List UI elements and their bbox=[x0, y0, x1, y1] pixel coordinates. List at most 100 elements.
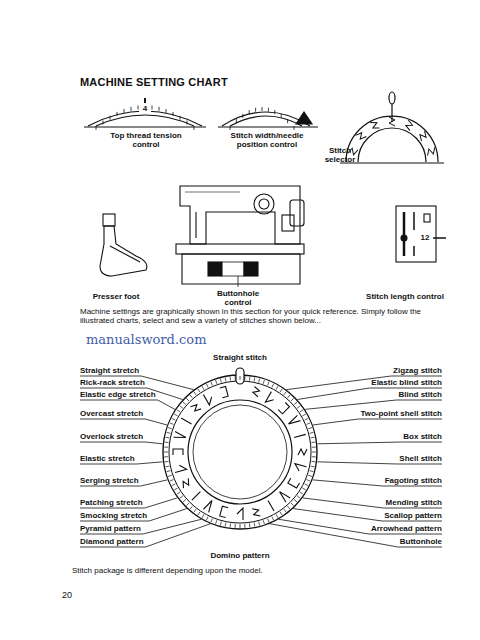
knurl-tick bbox=[259, 522, 260, 526]
part-label: Stitch length control bbox=[352, 292, 458, 301]
stitch-dial bbox=[163, 368, 317, 529]
knurl-tick bbox=[168, 428, 172, 429]
length-slot bbox=[413, 246, 415, 256]
dial-tick bbox=[274, 110, 275, 114]
selector-pointer-head bbox=[389, 92, 395, 104]
dial-tick bbox=[103, 120, 104, 124]
dial-ticks bbox=[230, 107, 294, 130]
stitch-symbol bbox=[191, 403, 202, 414]
knurl-tick bbox=[249, 523, 251, 527]
stitch-symbol bbox=[356, 131, 367, 141]
dial-tick bbox=[294, 126, 295, 130]
stitch-label: Arrowhead pattern bbox=[322, 524, 442, 533]
stitch-label: Buttonhole bbox=[322, 537, 442, 546]
stitch-symbol bbox=[180, 478, 191, 488]
width-dial bbox=[218, 112, 318, 127]
knurl-tick bbox=[190, 506, 193, 509]
stitch-symbol bbox=[265, 392, 276, 405]
stitch-dial bbox=[254, 194, 274, 214]
stitch-symbol bbox=[237, 508, 243, 520]
stitch-label: Elastic edge stretch bbox=[80, 390, 200, 399]
handwheel bbox=[290, 200, 304, 226]
dial-tick bbox=[281, 114, 282, 118]
stitch-label: Serging stretch bbox=[80, 476, 200, 485]
watermark: manualsword.com bbox=[86, 333, 236, 348]
knurl-tick bbox=[170, 423, 174, 425]
stitch-symbol bbox=[220, 506, 228, 517]
knurl-tick bbox=[220, 522, 221, 526]
stitch-symbol bbox=[203, 392, 214, 405]
leader-line bbox=[80, 419, 167, 425]
dial-arc bbox=[230, 116, 302, 126]
knurl-tick bbox=[225, 523, 227, 527]
leader-line bbox=[80, 442, 162, 444]
leader-line bbox=[238, 276, 239, 287]
leader-line bbox=[305, 400, 442, 409]
stitch-label: Rick-rack stretch bbox=[80, 378, 200, 387]
knurl-tick bbox=[202, 386, 204, 389]
stitch-symbol bbox=[174, 432, 187, 441]
knurl-tick bbox=[164, 456, 168, 457]
knurl-tick bbox=[177, 492, 180, 494]
stitch-label: Blind stitch bbox=[322, 390, 442, 399]
dial-tick bbox=[110, 116, 111, 120]
knurl-tick bbox=[284, 392, 286, 395]
foot-outline bbox=[100, 226, 147, 276]
knurl-tick bbox=[311, 461, 315, 463]
dial-tick bbox=[166, 109, 167, 113]
knurl-tick bbox=[198, 389, 200, 392]
part-label: Buttonhole control bbox=[203, 289, 273, 307]
knurl-tick bbox=[206, 384, 208, 388]
knurl-tick bbox=[308, 475, 312, 476]
knurl-tick bbox=[294, 402, 297, 405]
dial-tick bbox=[236, 119, 237, 123]
length-pointer bbox=[432, 237, 446, 239]
stitch-symbol bbox=[181, 418, 191, 424]
stitch-label: Scallop pattern bbox=[322, 511, 442, 520]
tension-dial bbox=[84, 98, 206, 127]
knurl-tick bbox=[307, 480, 311, 482]
knurl-tick bbox=[249, 377, 251, 381]
page-number: 20 bbox=[62, 590, 86, 600]
stitch-symbol bbox=[298, 449, 307, 455]
leader-line bbox=[80, 519, 201, 534]
dial-tick bbox=[117, 112, 118, 116]
knurl-tick bbox=[312, 447, 316, 448]
knurl-tick bbox=[186, 398, 189, 401]
selector-arc bbox=[358, 128, 426, 162]
knurl-tick bbox=[177, 410, 180, 412]
stitch-symbol bbox=[404, 120, 413, 131]
knurl-tick bbox=[297, 496, 300, 498]
dial-tick bbox=[194, 126, 195, 130]
knurl-tick bbox=[165, 442, 169, 444]
stitch-label: Smocking stretch bbox=[80, 511, 200, 520]
stitch-symbol bbox=[288, 478, 300, 488]
stitch-symbol bbox=[220, 387, 228, 398]
selector-pointer bbox=[391, 104, 392, 122]
foot-shank bbox=[103, 214, 115, 226]
dial-tick bbox=[287, 119, 288, 123]
dial-tick bbox=[268, 108, 269, 112]
knurl-tick bbox=[240, 376, 241, 380]
leader-line bbox=[293, 509, 442, 521]
leader-line bbox=[318, 442, 442, 444]
knurl-tick bbox=[168, 475, 172, 476]
stitch-symbols bbox=[173, 387, 307, 520]
knurl-tick bbox=[280, 389, 282, 392]
stitch-symbol bbox=[192, 492, 200, 500]
knurl-tick bbox=[183, 499, 186, 502]
knurl-tick bbox=[198, 512, 200, 515]
presser-foot bbox=[100, 214, 147, 276]
knurl-tick bbox=[307, 423, 311, 425]
knurl-tick bbox=[310, 432, 314, 433]
foot-slot bbox=[110, 246, 140, 262]
dial-center bbox=[193, 405, 287, 499]
stitch-symbol bbox=[278, 403, 289, 414]
stitch-dial-hub bbox=[259, 199, 269, 209]
knurl-tick bbox=[164, 452, 168, 453]
length-dot bbox=[401, 235, 407, 241]
knurl-tick bbox=[230, 377, 232, 381]
intro-text: Machine settings are graphically shown i… bbox=[80, 307, 452, 325]
knurl-tick bbox=[305, 484, 309, 486]
knurl-tick bbox=[310, 471, 314, 472]
